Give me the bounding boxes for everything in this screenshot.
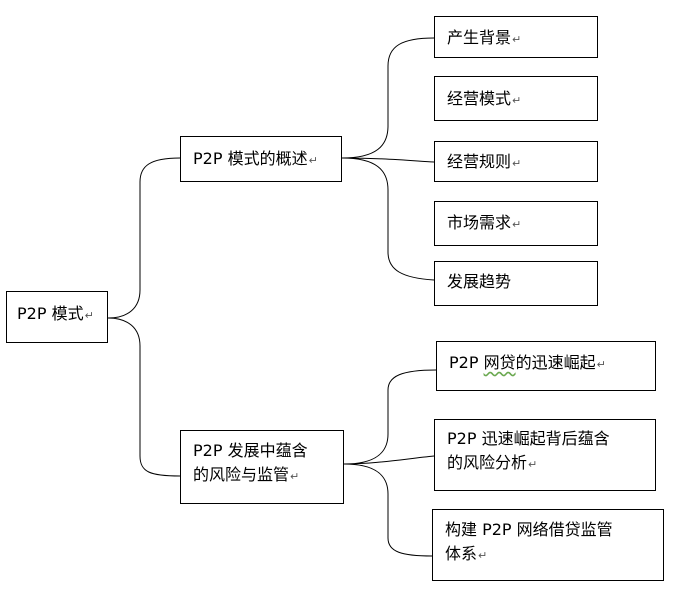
leaf-node-label: 产生背景 [447,28,512,47]
leaf-node-label: 发展趋势 [447,272,512,291]
leaf-node-label: P2P 迅速崛起背后蕴含 的风险分析 [447,429,610,472]
branch-node-label: P2P 模式的概述 [193,149,308,168]
leaf-node-background: 产生背景↵ [434,16,598,58]
paragraph-mark-icon: ↵ [478,549,488,562]
leaf-node-regulatory-system: 构建 P2P 网络借贷监管 体系↵ [432,509,664,581]
leaf-node-label: 市场需求 [447,213,512,232]
leaf-node-label: 构建 P2P 网络借贷监管 体系 [445,520,613,563]
branch-node-overview: P2P 模式的概述↵ [180,136,342,182]
leaf-node-trend: 发展趋势 [434,261,598,306]
branch-node-label: P2P 发展中蕴含 的风险与监管 [193,441,308,484]
branch-node-risk-regulation: P2P 发展中蕴含 的风险与监管↵ [180,430,344,504]
paragraph-mark-icon: ↵ [596,358,606,371]
paragraph-mark-icon: ↵ [84,309,94,322]
root-node: P2P 模式↵ [6,291,108,343]
paragraph-mark-icon: ↵ [528,458,538,471]
leaf-node-business-rules: 经营规则↵ [434,141,598,182]
paragraph-mark-icon: ↵ [512,94,522,107]
connector-root-branches [107,157,181,477]
leaf-node-label: 经营模式 [447,89,512,108]
paragraph-mark-icon: ↵ [512,218,522,231]
paragraph-mark-icon: ↵ [512,157,522,170]
connector-risk-children [343,369,437,557]
leaf-node-risk-analysis: P2P 迅速崛起背后蕴含 的风险分析↵ [434,419,656,491]
paragraph-mark-icon: ↵ [512,33,522,46]
leaf-node-rapid-rise: P2P 网贷的迅速崛起↵ [436,341,656,391]
connector-overview-children [341,37,435,281]
paragraph-mark-icon: ↵ [308,154,318,167]
leaf-node-market-demand: 市场需求↵ [434,201,598,246]
leaf-node-label: P2P 网贷的迅速崛起 [449,353,596,372]
leaf-node-label: 经营规则 [447,152,512,171]
spellcheck-underline: 网贷 [483,353,516,372]
leaf-node-business-model: 经营模式↵ [434,76,598,121]
root-node-label: P2P 模式 [17,304,84,323]
paragraph-mark-icon: ↵ [290,470,300,483]
